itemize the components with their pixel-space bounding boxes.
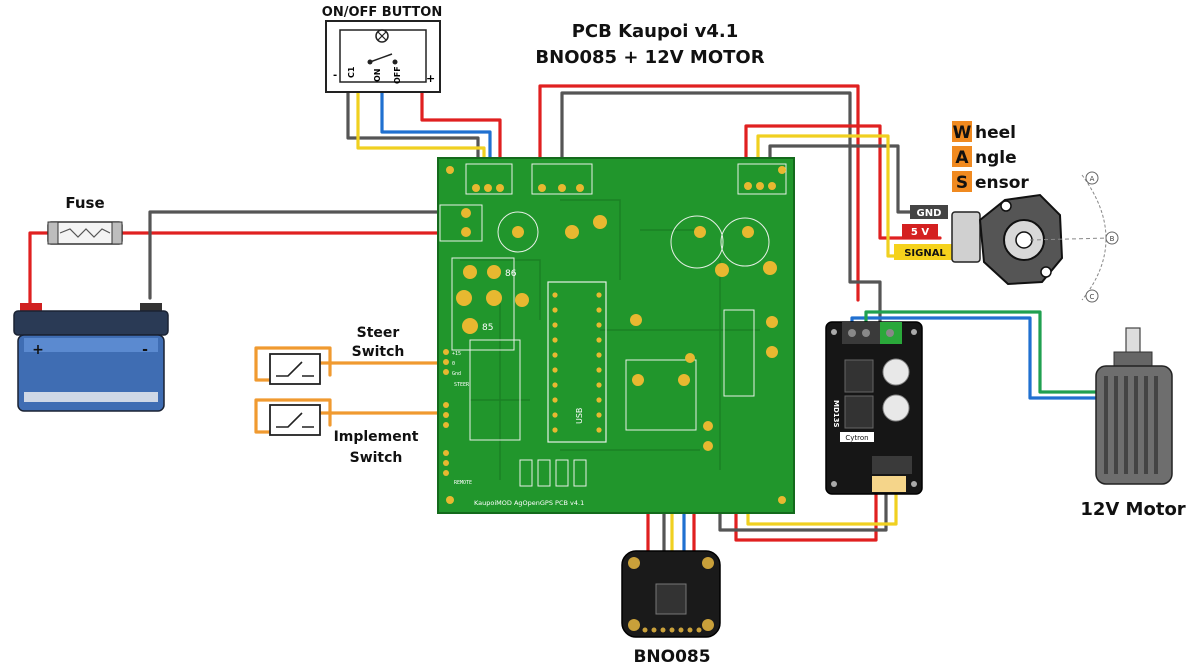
pcb-steer-pin-1: +15 [452,351,461,357]
was-angle-arc [1081,174,1107,301]
onoff-pin-minus: - [333,70,337,81]
motor-driver-brand: Cytron [845,434,868,442]
was-mark-a: A [1090,175,1095,183]
wire-driver-yellow [746,476,898,526]
steer-switch-label-1: Steer [357,325,400,341]
bno085-label: BNO085 [633,647,710,667]
was-letter-a: A [955,148,969,168]
battery-plus-label: + [32,342,44,358]
wire-motor-blue [850,316,1107,400]
pcb-relay-mark-85: 85 [482,323,493,333]
fuse-body [47,221,123,245]
was-letter-a-bg [952,146,972,167]
pcb-steer-tag: STEER [454,382,470,388]
battery: + - [13,303,169,412]
pcb-board: 86 85 USB [437,157,795,514]
was-letter-w-bg [952,121,972,142]
was-word-3: ensor [975,173,1029,193]
onoff-pin-plus: + [426,72,435,85]
pcb-steer-pin-2: 0 [452,361,455,367]
steer-switch-contact-icon [276,361,314,377]
bno085-chip [655,583,687,615]
implement-switch-label-1: Implement [334,429,419,445]
implement-switch: Implement Switch [269,404,419,466]
wire-top-red [538,84,860,302]
motor-shaft [1125,327,1141,355]
wheel-angle-sensor: W heel A ngle S ensor GND 5 V SIGNAL A B… [894,121,1119,303]
steer-switch-label-2: Switch [352,344,405,360]
switch-lever-icon [369,53,393,63]
onoff-pin-off: OFF [393,66,402,84]
wire-motor-green [864,310,1107,394]
pcb-footer-text: KaupoiMOD AgOpenGPS PCB v4.1 [474,499,584,507]
was-word-2: ngle [975,148,1017,168]
wire-driver-black [718,490,888,532]
pcb-usb-mark: USB [575,408,584,424]
implement-switch-label-2: Switch [350,450,403,466]
onoff-button: ON/OFF BUTTON - C1 ON OFF + [322,5,442,93]
wire-was-black [768,144,942,214]
was-letter-s-bg [952,171,972,192]
was-5v-label: 5 V [911,227,929,238]
motor-driver: MD13S Cytron [825,321,923,495]
fuse-filament-icon [59,228,111,238]
onoff-pin-c1: C1 [347,66,356,78]
dc-motor: 12V Motor [1080,327,1186,520]
was-word-1: heel [975,123,1016,143]
battery-minus-label: - [142,342,148,358]
motor-driver-header [872,476,906,492]
battery-lid [13,310,169,336]
title-line-2: BNO085 + 12V MOTOR [535,47,764,68]
wire-impl-loop [254,398,332,434]
was-gnd-label: GND [917,208,942,219]
wire-onoff-black [346,68,480,170]
bno085-module: BNO085 [621,550,721,667]
implement-switch-contact-icon [276,412,314,428]
motor-label: 12V Motor [1080,499,1185,520]
was-letter-w: W [953,123,972,143]
wire-top-black [560,91,882,324]
pcb-relay-mark-86: 86 [505,269,517,279]
pcb-body [437,157,795,514]
was-mark-b: B [1110,235,1115,243]
battery-plus-terminal [20,303,42,313]
was-mark-c: C [1090,293,1095,301]
was-connector [951,211,981,263]
pcb-steer-pin-3: Gnd [452,371,461,377]
motor-driver-model: MD13S [832,400,840,428]
was-5v-tag [902,224,938,239]
was-signal-tag [894,244,956,260]
onoff-pin-on: ON [373,69,382,83]
battery-minus-terminal [140,303,162,313]
onoff-label: ON/OFF BUTTON [322,5,442,20]
wire-battery-red [28,231,472,307]
wire-was-red [744,124,942,240]
was-letter-s: S [956,173,968,193]
steer-switch: Steer Switch [269,325,405,385]
was-gnd-tag [910,205,948,219]
pcb-remote-tag: REMOTE [454,480,472,486]
fuse: Fuse [47,194,123,245]
wire-steer-loop [254,346,332,382]
wire-onoff-blue [380,68,492,170]
wire-driver-red [734,490,878,542]
fuse-label: Fuse [65,194,104,212]
was-signal-label: SIGNAL [904,248,946,259]
wire-battery-black [148,210,472,300]
title-line-1: PCB Kaupoi v4.1 [572,21,739,42]
lamp-cross-icon [377,31,387,41]
wire-onoff-red [420,88,502,170]
